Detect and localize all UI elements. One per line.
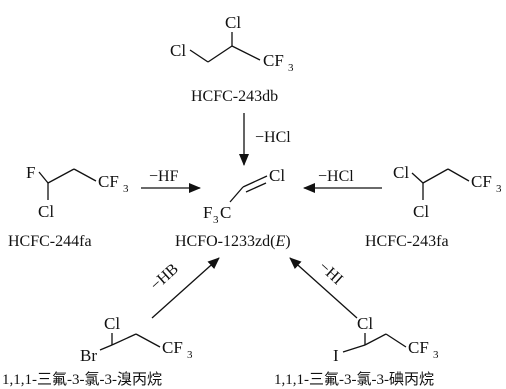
bond (231, 45, 261, 61)
reagent-minus-hi: −HI (315, 258, 346, 288)
bond (229, 186, 244, 203)
bond (111, 333, 137, 346)
bond (189, 49, 209, 63)
atom-c: C (220, 203, 231, 222)
atom-cf: CF (162, 338, 183, 357)
bond (73, 168, 97, 182)
bond (385, 333, 407, 348)
atom-cl: Cl (413, 202, 429, 221)
atom-f: F (203, 203, 212, 222)
atom-cl: Cl (104, 314, 120, 333)
structure-bromo-compound: Cl Br CF 3 (80, 314, 193, 365)
subscript-3: 3 (123, 183, 129, 195)
bond (411, 172, 424, 184)
atom-cf: CF (408, 338, 429, 357)
structure-hcfc-243db: Cl Cl CF 3 (170, 13, 294, 74)
atom-cl: Cl (38, 202, 54, 221)
atom-i: I (333, 346, 339, 365)
reagent-minus-hcl-right: −HCl (318, 168, 354, 185)
subscript-3: 3 (288, 62, 294, 74)
label-iodo-compound: 1,1,1-三氟-3-氯-3-碘丙烷 (274, 371, 434, 388)
subscript-3: 3 (187, 349, 193, 361)
arrow-diagonal-up-right (151, 257, 220, 319)
reagent-minus-hcl-top: −HCl (255, 129, 291, 146)
bond (207, 45, 233, 63)
bond (38, 171, 49, 184)
atom-cf: CF (471, 172, 492, 191)
bond (342, 344, 366, 353)
subscript-3: 3 (433, 349, 439, 361)
structure-hcfc-243fa: Cl Cl CF 3 (393, 163, 502, 221)
structure-hcfo-1233zd-e: Cl F 3 C (203, 166, 285, 226)
bond (47, 168, 75, 184)
atom-cl: Cl (393, 163, 409, 182)
atom-cl: Cl (225, 13, 241, 32)
bond (364, 333, 387, 346)
atom-cf: CF (263, 51, 284, 70)
atom-f: F (26, 163, 35, 182)
label-bromo-compound: 1,1,1-三氟-3-氯-3-溴丙烷 (2, 371, 162, 388)
reagent-minus-hb: −HB (147, 260, 182, 294)
label-hcfo-1233zd-e: HCFO-1233zd(E) (175, 233, 291, 250)
atom-cl: Cl (357, 314, 373, 333)
subscript-3: 3 (496, 183, 502, 195)
double-bond (242, 175, 268, 188)
bond (422, 168, 449, 184)
structure-iodo-compound: Cl I CF 3 (333, 314, 439, 365)
label-hcfc-244fa: HCFC-244fa (8, 233, 92, 250)
bond (99, 344, 113, 351)
double-bond (245, 182, 267, 193)
atom-br: Br (80, 346, 97, 365)
arrow-diagonal-up-left (289, 257, 358, 319)
reagent-minus-hf: −HF (149, 168, 179, 185)
bond (135, 333, 161, 348)
structure-hcfc-244fa: F Cl CF 3 (26, 163, 129, 221)
atom-cf: CF (98, 172, 119, 191)
bond (447, 168, 470, 182)
label-hcfc-243fa: HCFC-243fa (365, 233, 449, 250)
atom-cl: Cl (170, 41, 186, 60)
atom-cl: Cl (269, 166, 285, 185)
label-hcfc-243db: HCFC-243db (191, 88, 278, 105)
subscript-3: 3 (213, 214, 219, 226)
